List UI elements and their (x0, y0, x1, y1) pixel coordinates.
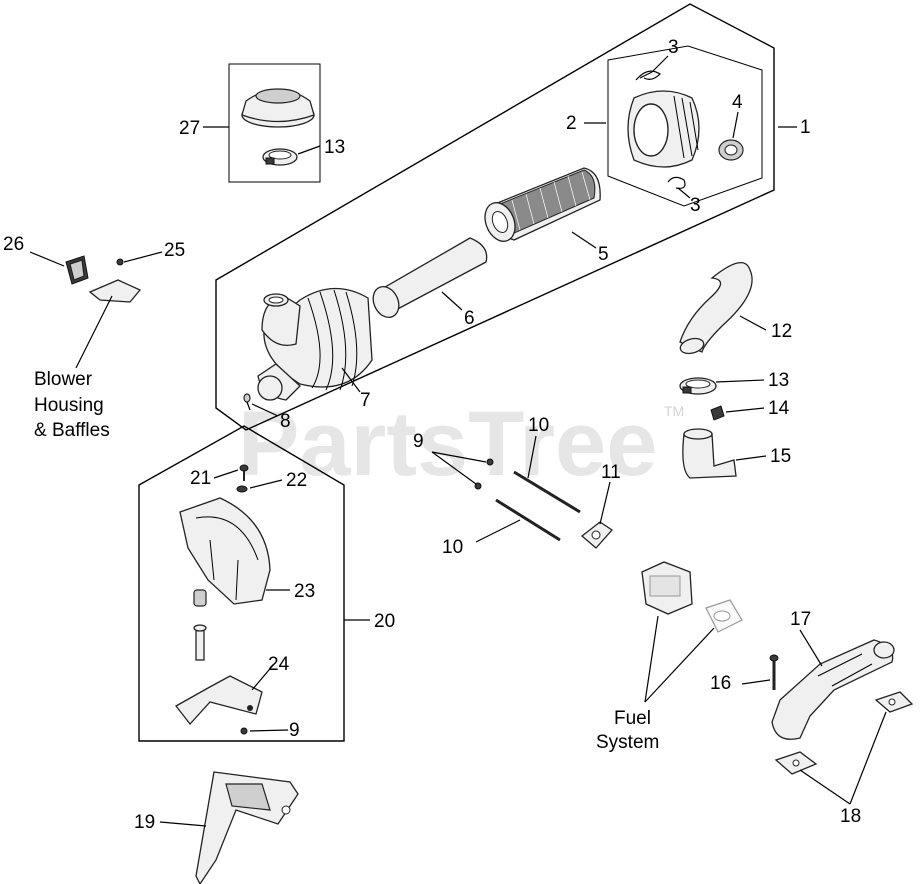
callout-3: 3 (668, 37, 679, 58)
callout-24: 24 (268, 654, 290, 675)
callout-27: 27 (179, 118, 200, 139)
caption-line: & Baffles (34, 420, 110, 441)
intake-hose-icon (679, 262, 753, 355)
callout-15: 15 (770, 446, 791, 467)
manifold-gasket-icon (874, 691, 914, 713)
spring-icon (193, 589, 207, 607)
callout-10: 10 (442, 537, 463, 558)
callout-10: 10 (528, 415, 549, 436)
callout-12: 12 (771, 321, 792, 342)
callout-25: 25 (164, 240, 185, 261)
caption-line: Fuel (614, 708, 651, 729)
callout-4: 4 (732, 92, 743, 113)
bolt-icon (193, 624, 207, 661)
callout-6: 6 (464, 308, 475, 329)
callout-numbers: 1 2 3 3 4 5 6 7 8 9 9 10 10 11 12 13 13 … (3, 37, 861, 833)
callout-11: 11 (601, 462, 621, 483)
side-baffle-icon (195, 771, 299, 884)
watermark-trademark: TM (664, 403, 684, 419)
intake-manifold-icon (771, 639, 895, 740)
callout-13: 13 (324, 137, 345, 158)
retaining-clip-icon (635, 70, 661, 81)
hose-clamp-icon (679, 377, 717, 395)
screw-icon (243, 393, 251, 411)
baffle-clip-icon (65, 255, 89, 285)
carburetor-icon (641, 561, 693, 615)
callout-19: 19 (134, 812, 155, 833)
callout-9: 9 (413, 431, 424, 452)
callout-1: 1 (800, 117, 811, 138)
callout-3: 3 (690, 195, 701, 216)
callout-22: 22 (286, 470, 307, 491)
screw-icon (239, 464, 249, 481)
callout-5: 5 (598, 244, 609, 265)
nut-icon (474, 482, 482, 490)
caption-line: System (596, 732, 659, 753)
air-cleaner-cover-icon (627, 90, 700, 168)
callout-2: 2 (566, 113, 577, 134)
blower-housing-thumbnail-icon (88, 279, 142, 303)
callout-17: 17 (790, 609, 811, 630)
callout-20: 20 (374, 611, 395, 632)
blower-housing-baffle-icon (179, 497, 271, 605)
manifold-gasket-icon (774, 751, 818, 775)
air-cleaner-group-outline (215, 3, 775, 431)
carburetor-gasket-icon (705, 599, 743, 633)
air-cleaner-base-icon (257, 287, 373, 401)
stud-icon (495, 498, 561, 542)
callout-8: 8 (280, 411, 291, 432)
fuel-system-caption: Fuel System (596, 708, 659, 753)
inner-filter-element-icon (372, 237, 488, 319)
bracket-icon (175, 675, 263, 726)
watermark-text: PartsTree (238, 393, 657, 495)
gasket-icon (580, 521, 613, 549)
screw-icon (116, 258, 124, 266)
washer-icon (236, 485, 248, 493)
retaining-clip-icon (667, 176, 686, 189)
callout-9: 9 (289, 720, 300, 741)
intake-elbow-icon (682, 428, 737, 479)
bolt-icon (769, 654, 779, 690)
hose-clamp-icon (262, 148, 298, 166)
stud-icon (513, 470, 581, 514)
callout-16: 16 (710, 673, 731, 694)
caption-line: Housing (34, 395, 104, 416)
leader-lines (29, 55, 887, 827)
nut-icon (240, 727, 248, 735)
air-filter-element-icon (484, 167, 601, 242)
rubber-valve-icon (718, 139, 744, 161)
callout-14: 14 (768, 398, 790, 419)
precleaner-cap-icon (241, 88, 315, 128)
callout-13: 13 (768, 370, 789, 391)
cover-subgroup-outline (607, 45, 763, 207)
callout-18: 18 (840, 806, 861, 827)
breather-fitting-icon (710, 405, 725, 421)
caption-line: Blower (34, 369, 93, 390)
blower-housing-group-outline (138, 425, 345, 742)
callout-7: 7 (360, 390, 371, 411)
callout-23: 23 (294, 581, 315, 602)
precleaner-box-outline (228, 63, 321, 183)
callout-21: 21 (190, 468, 211, 489)
blower-housing-caption: Blower Housing & Baffles (34, 369, 110, 441)
callout-26: 26 (3, 234, 24, 255)
nut-icon (486, 458, 494, 466)
